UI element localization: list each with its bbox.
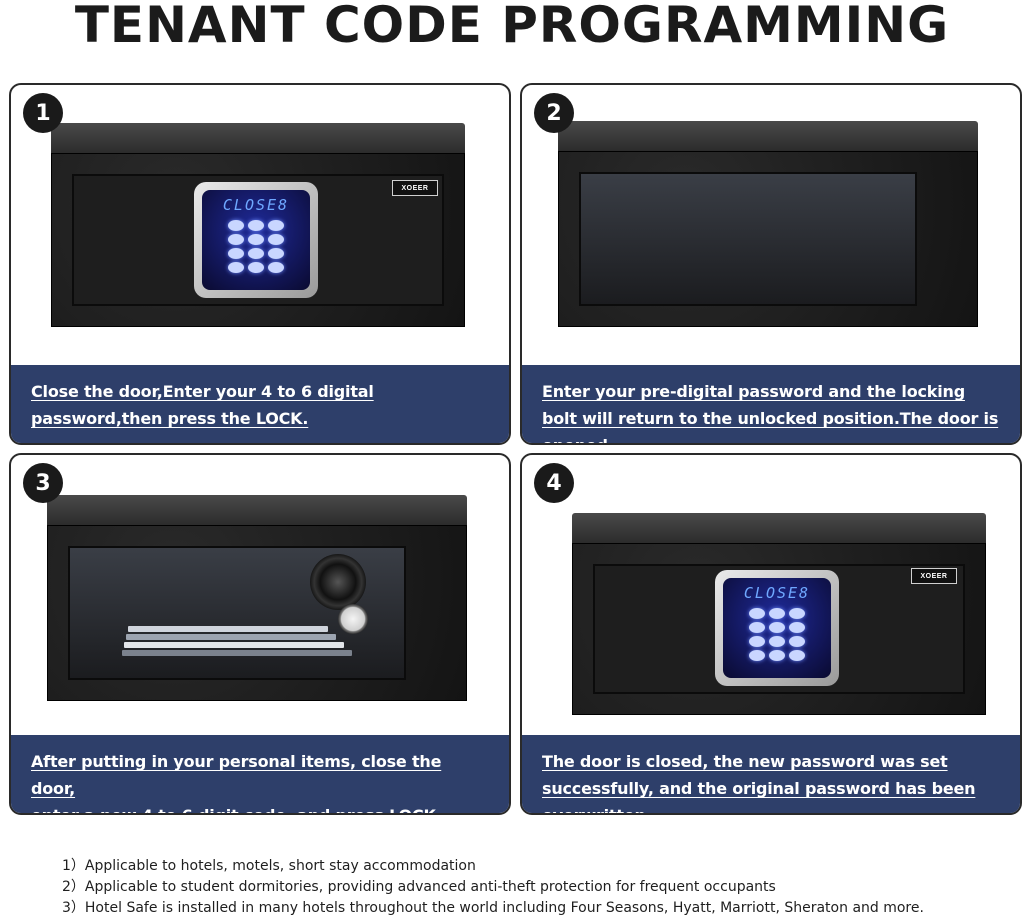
brand-logo: XOEER <box>392 180 438 196</box>
step-number-badge: 2 <box>534 93 574 133</box>
step-caption: After putting in your personal items, cl… <box>11 735 509 813</box>
caption-line: password,then press the LOCK. <box>31 409 309 428</box>
keypad-display: CLOSE8 <box>743 584 811 602</box>
step-panel-3: 3 After putting in your personal items, … <box>9 453 511 815</box>
step-panel-2: 2 Enter your pre-digital password and th… <box>520 83 1022 445</box>
caption-line: enter a new 4 to 6 digit code, and press… <box>31 802 489 813</box>
keypad-display: CLOSE8 <box>222 196 290 214</box>
keypad-panel: CLOSE8 <box>715 570 839 686</box>
step-caption: Close the door,Enter your 4 to 6 digital… <box>11 365 509 443</box>
safe-closed-image: CLOSE8 XOEER <box>51 123 465 327</box>
caption-line: After putting in your personal items, cl… <box>31 752 442 798</box>
step-caption: The door is closed, the new password was… <box>522 735 1020 813</box>
step-panel-1: 1 CLOSE8 XOEER Close the door,Enter your… <box>9 83 511 445</box>
step-number-badge: 4 <box>534 463 574 503</box>
brand-logo: XOEER <box>911 568 957 584</box>
note-item: 3）Hotel Safe is installed in many hotels… <box>62 900 924 916</box>
step-number-badge: 3 <box>23 463 63 503</box>
caption-line: Enter your pre-digital password and the … <box>542 382 965 401</box>
keypad-panel: CLOSE8 <box>194 182 318 298</box>
step-panel-4: 4 CLOSE8 XOEER The door is closed, the n… <box>520 453 1022 815</box>
caption-line: bolt will return to the unlocked positio… <box>542 409 999 443</box>
caption-line: successfully, and the original password … <box>542 779 976 813</box>
safe-open-items-image <box>47 495 467 701</box>
step-number-badge: 1 <box>23 93 63 133</box>
safe-closed-image: CLOSE8 XOEER <box>572 513 986 715</box>
page-title: TENANT CODE PROGRAMMING <box>74 0 950 54</box>
step-caption: Enter your pre-digital password and the … <box>522 365 1020 443</box>
safe-open-empty-image <box>558 121 978 327</box>
caption-line: The door is closed, the new password was… <box>542 752 948 771</box>
caption-line: Close the door,Enter your 4 to 6 digital <box>31 382 374 401</box>
note-item: 1）Applicable to hotels, motels, short st… <box>62 858 476 874</box>
notes-list: 1）Applicable to hotels, motels, short st… <box>62 856 924 919</box>
note-item: 2）Applicable to student dormitories, pro… <box>62 879 776 895</box>
